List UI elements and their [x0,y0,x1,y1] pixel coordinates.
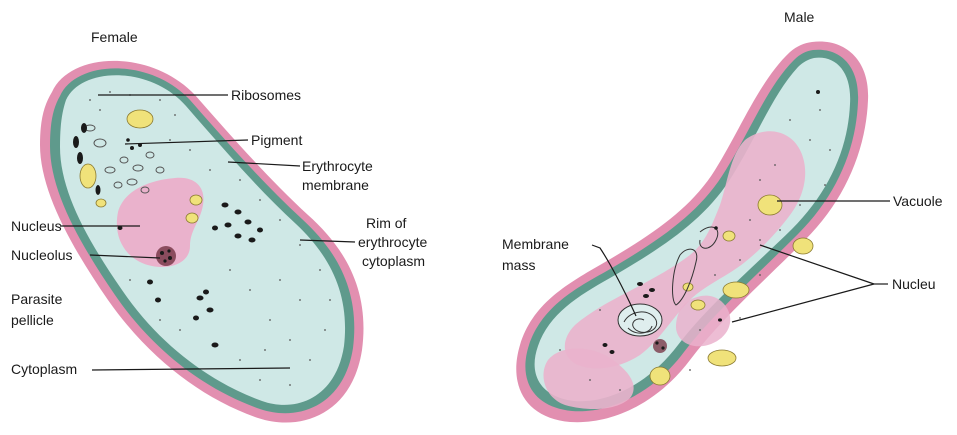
male-nucleolus [653,339,667,353]
female-nucleolus [156,246,176,266]
label-pellicle-line2: pellicle [11,312,54,328]
male-title: Male [784,9,815,25]
label-nucleolus: Nucleolus [11,247,72,263]
label-pellicle-line1: Parasite [11,291,63,307]
label-nucleus-female: Nucleus [11,218,62,234]
label-membrane-mass-line2: mass [502,257,535,273]
label-erythrocyte-membrane-line1: Erythrocyte [302,158,373,174]
label-pigment: Pigment [251,132,302,148]
label-vacuole: Vacuole [893,193,943,209]
label-nucleus-male: Nucleu [892,276,936,292]
female-title: Female [91,29,138,45]
label-cytoplasm: Cytoplasm [11,361,77,377]
label-rim-line2: erythrocyte [358,234,427,250]
label-rim-line3: cytoplasm [362,253,425,269]
label-ribosomes: Ribosomes [231,87,301,103]
male-vacuole [758,195,782,215]
label-erythrocyte-membrane-line2: membrane [302,177,369,193]
male-gametocyte [516,42,868,423]
label-rim-line1: Rim of [366,215,407,231]
label-membrane-mass-line1: Membrane [502,236,569,252]
female-vacuole [127,110,153,128]
